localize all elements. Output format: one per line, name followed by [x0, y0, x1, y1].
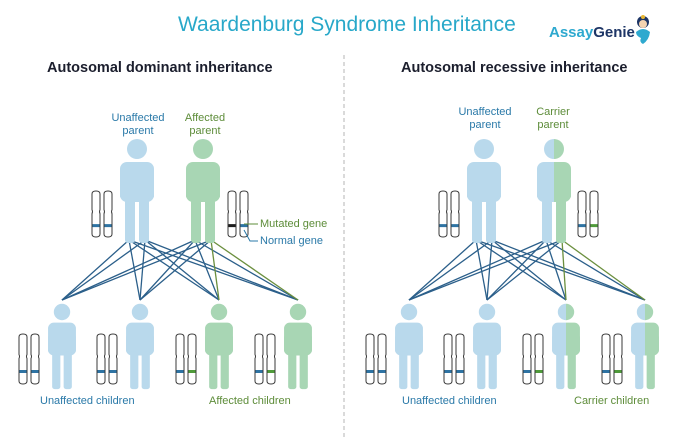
recessive-child-3-chromosomes	[522, 333, 544, 385]
dominant-child-3-chromosomes	[175, 333, 197, 385]
dominant-line-p1-1-c1	[139, 239, 212, 301]
dominant-parent1-chromosomes	[91, 190, 113, 238]
recessive-carrier-children-label: Carrier children	[574, 395, 650, 407]
recessive-line-p0-1-c3	[491, 239, 646, 301]
dominant-line-p0-1-c2	[144, 239, 220, 301]
dominant-line-p1-0-c3	[194, 239, 299, 301]
dominant-child-1	[48, 303, 76, 390]
recessive-child-1-chromosomes	[365, 333, 387, 385]
dominant-affected-children-label: Affected children	[209, 395, 291, 407]
recessive-line-p0-1-c1	[486, 239, 493, 301]
inheritance-lines	[61, 239, 646, 301]
dominant-child-2-chromosomes	[96, 333, 118, 385]
recessive-line-p1-1-c2	[561, 239, 567, 301]
dominant-line-p0-0-c1	[128, 239, 141, 301]
dominant-line-p1-1-c3	[210, 239, 299, 301]
dominant-affected-parent-label: Affected parent	[184, 112, 226, 137]
chromosome-pairs	[18, 190, 623, 385]
recessive-parent2-chromosomes	[577, 190, 599, 238]
dominant-affected-parent	[186, 139, 220, 243]
page-title: Waardenburg Syndrome Inheritance	[178, 13, 516, 36]
recessive-line-p0-1-c2	[491, 239, 567, 301]
dominant-parent2-chromosomes	[227, 190, 249, 238]
dominant-line-p0-0-c0	[61, 239, 130, 301]
legend-normal-gene: Normal gene	[260, 235, 323, 247]
dominant-child-3	[205, 303, 233, 390]
recessive-child-2-chromosomes	[443, 333, 465, 385]
dominant-line-p0-1-c0	[61, 239, 146, 301]
dominant-child-1-chromosomes	[18, 333, 40, 385]
recessive-child-1	[395, 303, 423, 390]
dominant-unaffected-children-label: Unaffected children	[40, 395, 135, 407]
dominant-child-2	[126, 303, 154, 390]
recessive-carrier-parent	[537, 139, 571, 243]
recessive-parent1-chromosomes	[438, 190, 460, 238]
assaygenie-logo: AssayGenie	[549, 24, 635, 41]
recessive-line-p1-1-c0	[408, 239, 563, 301]
people	[48, 139, 659, 390]
recessive-line-p0-1-c0	[408, 239, 493, 301]
legend-pointers	[243, 223, 258, 242]
recessive-line-p0-0-c0	[408, 239, 477, 301]
recessive-child-4-chromosomes	[601, 333, 623, 385]
dominant-heading: Autosomal dominant inheritance	[47, 60, 273, 76]
dominant-child-4	[284, 303, 312, 390]
dominant-line-p0-1-c3	[144, 239, 299, 301]
dominant-line-p0-0-c3	[128, 239, 299, 301]
recessive-line-p1-1-c3	[561, 239, 646, 301]
dominant-line-p1-0-c0	[61, 239, 196, 301]
genie-mascot-icon	[636, 15, 650, 44]
dominant-line-p0-1-c1	[139, 239, 146, 301]
recessive-carrier-parent-label: Carrier parent	[536, 106, 570, 131]
dominant-child-4-chromosomes	[254, 333, 276, 385]
logo-text-assay: Assay	[549, 24, 594, 41]
recessive-child-3	[552, 303, 580, 390]
recessive-unaffected-parent-label: Unaffected parent	[458, 106, 512, 131]
logo-text-genie: Genie	[593, 24, 635, 41]
recessive-line-p1-0-c0	[408, 239, 547, 301]
recessive-unaffected-parent	[467, 139, 501, 243]
dominant-line-p1-1-c0	[61, 239, 212, 301]
dominant-unaffected-parent	[120, 139, 154, 243]
recessive-heading: Autosomal recessive inheritance	[401, 60, 628, 76]
legend-mutated-gene: Mutated gene	[260, 218, 328, 230]
recessive-line-p1-1-c1	[486, 239, 563, 301]
dominant-line-p1-1-c2	[210, 239, 220, 301]
recessive-child-2	[473, 303, 501, 390]
recessive-child-4	[631, 303, 659, 390]
recessive-unaffected-children-label: Unaffected children	[402, 395, 497, 407]
dominant-unaffected-parent-label: Unaffected parent	[111, 112, 165, 137]
